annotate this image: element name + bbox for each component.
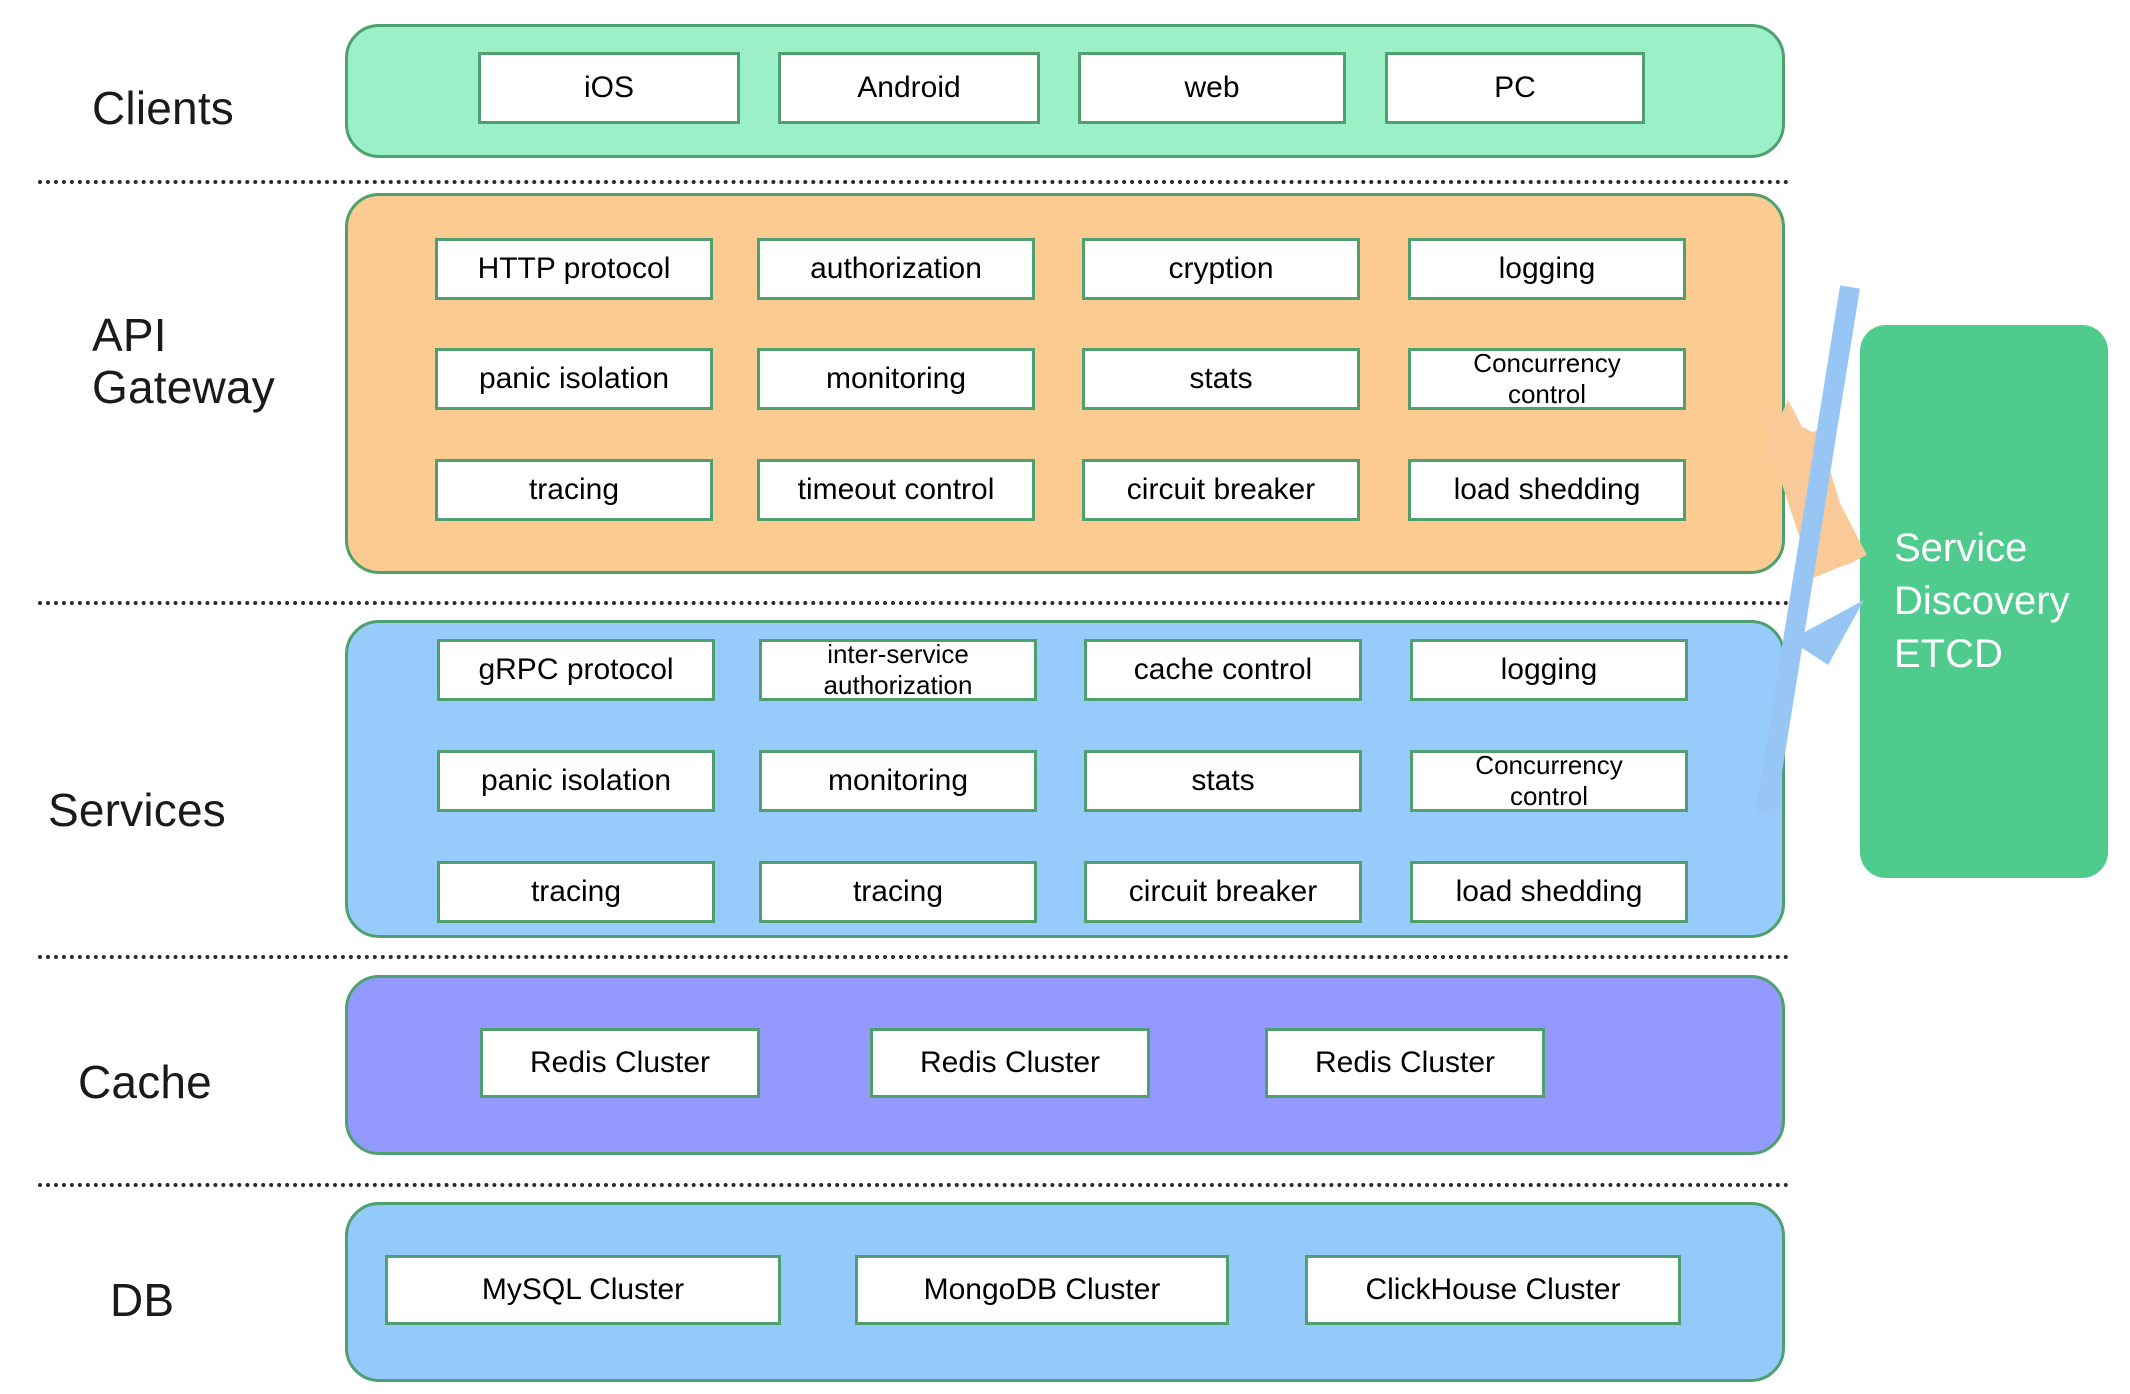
db-item-mongodb-cluster[interactable]: MongoDB Cluster [855, 1255, 1229, 1325]
gateway-item-load-shedding[interactable]: load shedding [1408, 459, 1686, 521]
services-item-tracing-1[interactable]: tracing [437, 861, 715, 923]
services-item-monitoring[interactable]: monitoring [759, 750, 1037, 812]
divider-services-cache [38, 955, 1790, 959]
services-item-load-shedding[interactable]: load shedding [1410, 861, 1688, 923]
client-item-android[interactable]: Android [778, 52, 1040, 124]
gateway-item-timeout-control[interactable]: timeout control [757, 459, 1035, 521]
gateway-item-concurrency-control[interactable]: Concurrency control [1408, 348, 1686, 410]
services-item-concurrency-control[interactable]: Concurrency control [1410, 750, 1688, 812]
cache-item-redis-cluster-2[interactable]: Redis Cluster [870, 1028, 1150, 1098]
services-item-inter-service-authorization[interactable]: inter-service authorization [759, 639, 1037, 701]
services-item-stats[interactable]: stats [1084, 750, 1362, 812]
gateway-item-logging[interactable]: logging [1408, 238, 1686, 300]
services-item-tracing-2[interactable]: tracing [759, 861, 1037, 923]
services-item-circuit-breaker[interactable]: circuit breaker [1084, 861, 1362, 923]
gateway-item-circuit-breaker[interactable]: circuit breaker [1082, 459, 1360, 521]
services-item-cache-control[interactable]: cache control [1084, 639, 1362, 701]
gateway-item-monitoring[interactable]: monitoring [757, 348, 1035, 410]
services-item-logging[interactable]: logging [1410, 639, 1688, 701]
gateway-item-stats[interactable]: stats [1082, 348, 1360, 410]
client-item-web[interactable]: web [1078, 52, 1346, 124]
cache-item-redis-cluster-1[interactable]: Redis Cluster [480, 1028, 760, 1098]
services-item-grpc-protocol[interactable]: gRPC protocol [437, 639, 715, 701]
tier-label-services: Services [48, 784, 226, 836]
divider-cache-db [38, 1183, 1790, 1187]
divider-gateway-services [38, 601, 1790, 605]
tier-label-api-gateway: API Gateway [92, 309, 275, 413]
cache-item-redis-cluster-3[interactable]: Redis Cluster [1265, 1028, 1545, 1098]
gateway-item-http-protocol[interactable]: HTTP protocol [435, 238, 713, 300]
gateway-item-panic-isolation[interactable]: panic isolation [435, 348, 713, 410]
gateway-item-cryption[interactable]: cryption [1082, 238, 1360, 300]
client-item-ios[interactable]: iOS [478, 52, 740, 124]
gateway-item-authorization[interactable]: authorization [757, 238, 1035, 300]
db-item-clickhouse-cluster[interactable]: ClickHouse Cluster [1305, 1255, 1681, 1325]
client-item-pc[interactable]: PC [1385, 52, 1645, 124]
gateway-item-tracing[interactable]: tracing [435, 459, 713, 521]
divider-clients-gateway [38, 180, 1790, 184]
db-item-mysql-cluster[interactable]: MySQL Cluster [385, 1255, 781, 1325]
tier-label-cache: Cache [78, 1056, 212, 1108]
tier-label-db: DB [110, 1274, 175, 1326]
service-discovery-panel[interactable]: Service Discovery ETCD [1860, 325, 2108, 878]
services-item-panic-isolation[interactable]: panic isolation [437, 750, 715, 812]
tier-label-clients: Clients [92, 82, 235, 134]
